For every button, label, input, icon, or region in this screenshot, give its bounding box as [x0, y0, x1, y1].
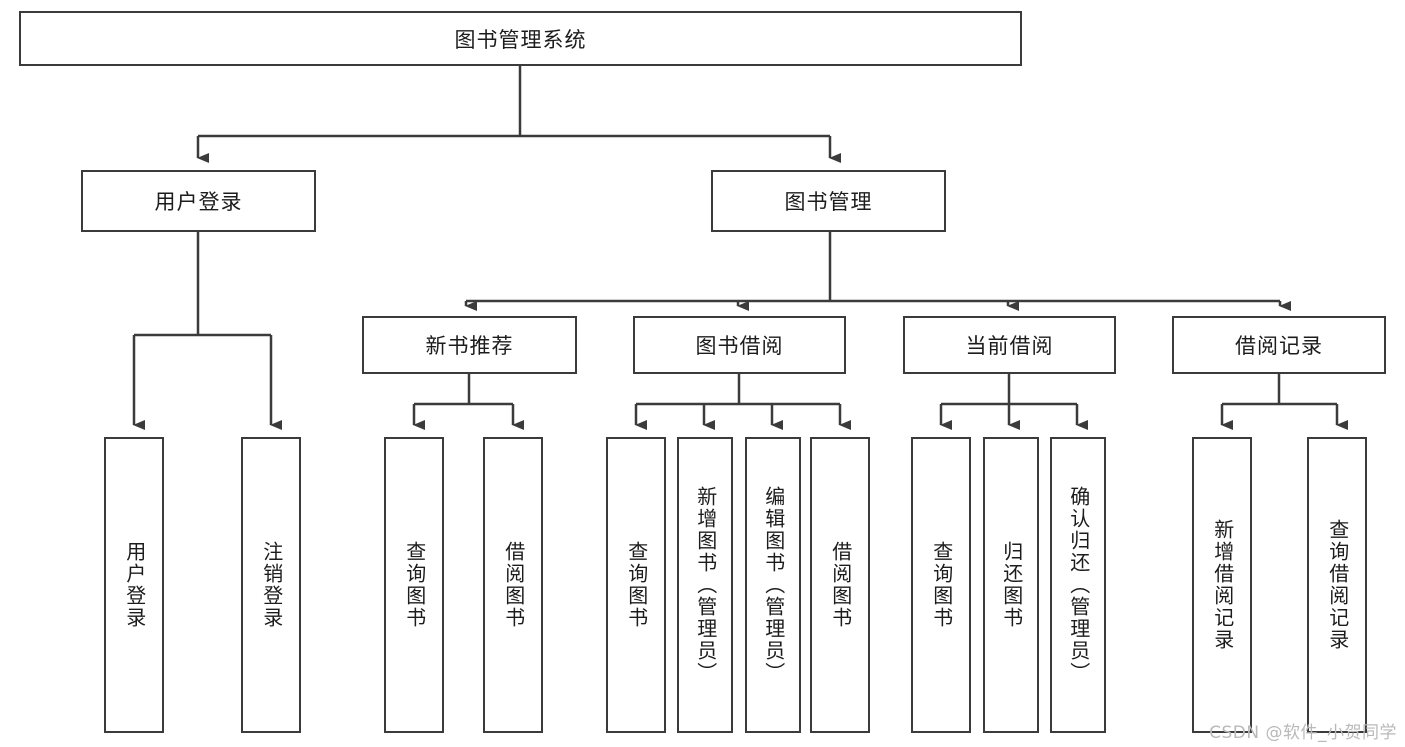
leaf-query-borrow-record-label: 查询借阅记录: [1325, 519, 1350, 651]
leaf-return-book[interactable]: 归还图书: [983, 437, 1039, 733]
leaf-query-book-bb[interactable]: 查询图书: [606, 437, 666, 733]
node-book-management-label: 图书管理: [784, 190, 873, 214]
leaf-query-book-cb-label: 查询图书: [929, 541, 954, 629]
node-book-borrow[interactable]: 图书借阅: [633, 316, 846, 374]
leaf-borrow-book-nb-label: 借阅图书: [501, 541, 526, 629]
csdn-watermark: CSDN @软件_小贺同学: [1209, 723, 1397, 743]
node-book-management[interactable]: 图书管理: [711, 170, 946, 232]
node-user-login-label: 用户登录: [154, 190, 243, 214]
leaf-borrow-book-nb[interactable]: 借阅图书: [483, 437, 543, 733]
leaf-borrow-book-bb[interactable]: 借阅图书: [810, 437, 870, 733]
node-root-label: 图书管理系统: [454, 27, 587, 52]
leaf-query-book-cb[interactable]: 查询图书: [911, 437, 971, 733]
leaf-query-book-nb[interactable]: 查询图书: [384, 437, 444, 733]
node-root-system[interactable]: 图书管理系统: [19, 11, 1022, 66]
leaf-return-book-label: 归还图书: [999, 541, 1024, 629]
node-new-book-recommend[interactable]: 新书推荐: [362, 316, 577, 374]
leaf-query-book-nb-label: 查询图书: [402, 541, 427, 629]
leaf-logout-label: 注销登录: [259, 541, 284, 629]
node-book-borrow-label: 图书借阅: [695, 334, 784, 358]
leaf-edit-book-admin[interactable]: 编辑图书（管理员）: [745, 437, 801, 733]
leaf-user-login-label: 用户登录: [122, 541, 147, 629]
node-borrow-record-label: 借阅记录: [1235, 334, 1323, 358]
leaf-add-book-admin-label: 新增图书（管理员）: [693, 486, 718, 684]
leaf-confirm-return-admin[interactable]: 确认归还（管理员）: [1050, 437, 1106, 733]
node-current-borrow[interactable]: 当前借阅: [903, 316, 1116, 374]
leaf-query-book-bb-label: 查询图书: [624, 541, 649, 629]
leaf-add-borrow-record[interactable]: 新增借阅记录: [1192, 437, 1252, 733]
node-current-borrow-label: 当前借阅: [965, 334, 1054, 358]
leaf-query-borrow-record[interactable]: 查询借阅记录: [1307, 437, 1367, 733]
leaf-borrow-book-bb-label: 借阅图书: [828, 541, 853, 629]
node-new-book-recommend-label: 新书推荐: [425, 334, 514, 358]
leaf-confirm-return-admin-label: 确认归还（管理员）: [1066, 486, 1091, 684]
leaf-add-book-admin[interactable]: 新增图书（管理员）: [677, 437, 733, 733]
leaf-user-login[interactable]: 用户登录: [104, 437, 164, 733]
leaf-edit-book-admin-label: 编辑图书（管理员）: [761, 486, 786, 684]
leaf-logout[interactable]: 注销登录: [241, 437, 301, 733]
leaf-add-borrow-record-label: 新增借阅记录: [1210, 519, 1235, 651]
node-borrow-record[interactable]: 借阅记录: [1172, 316, 1386, 374]
node-user-login[interactable]: 用户登录: [81, 170, 316, 232]
